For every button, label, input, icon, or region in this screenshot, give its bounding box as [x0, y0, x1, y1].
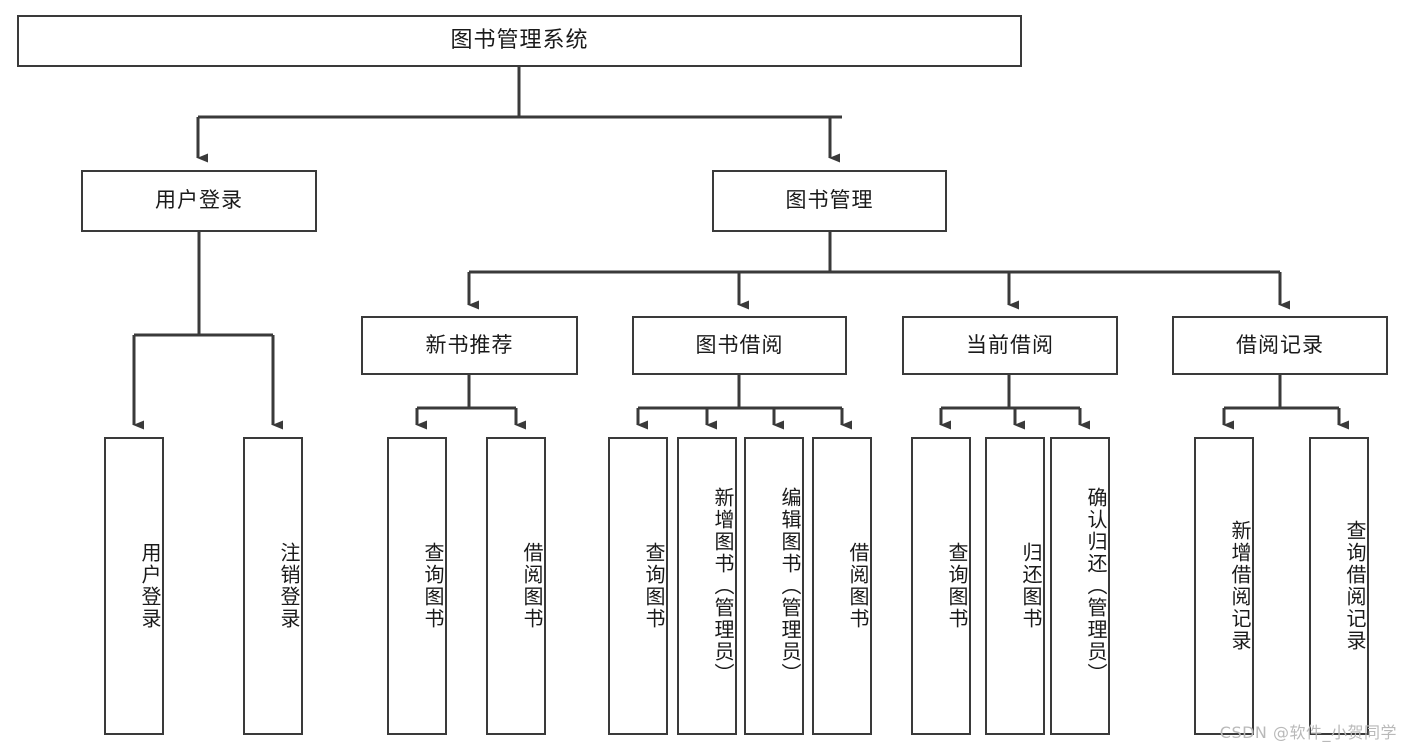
leaf-borrow-edit-book-label: 编辑图书（管理员）: [778, 487, 802, 685]
leaf-current-query-book-label: 查询图书: [945, 542, 969, 630]
leaf-current-confirm-return[interactable]: 确认归还（管理员）: [1050, 437, 1110, 735]
leaf-borrow-edit-book[interactable]: 编辑图书（管理员）: [744, 437, 804, 735]
leaf-user-logout[interactable]: 注销登录: [243, 437, 303, 735]
leaf-current-confirm-return-label: 确认归还（管理员）: [1084, 487, 1108, 685]
node-book-manage[interactable]: 图书管理: [712, 170, 947, 232]
leaf-current-query-book[interactable]: 查询图书: [911, 437, 971, 735]
leaf-record-search[interactable]: 查询借阅记录: [1309, 437, 1369, 735]
node-root[interactable]: 图书管理系统: [17, 15, 1022, 67]
node-new-book-rec[interactable]: 新书推荐: [361, 316, 578, 375]
leaf-user-logout-label: 注销登录: [277, 542, 301, 630]
leaf-borrow-add-book-label: 新增图书（管理员）: [711, 487, 735, 685]
leaf-record-add[interactable]: 新增借阅记录: [1194, 437, 1254, 735]
leaf-rec-borrow-book[interactable]: 借阅图书: [486, 437, 546, 735]
node-book-borrow-label: 图书借阅: [695, 332, 784, 357]
node-borrow-record[interactable]: 借阅记录: [1172, 316, 1388, 375]
leaf-current-return-book-label: 归还图书: [1019, 542, 1043, 630]
node-current-borrow-label: 当前借阅: [966, 332, 1054, 357]
node-root-label: 图书管理系统: [450, 27, 589, 53]
node-user-login-label: 用户登录: [155, 188, 243, 213]
leaf-record-search-label: 查询借阅记录: [1343, 520, 1367, 652]
node-borrow-record-label: 借阅记录: [1236, 332, 1324, 357]
leaf-borrow-query-book[interactable]: 查询图书: [608, 437, 668, 735]
node-book-borrow[interactable]: 图书借阅: [632, 316, 847, 375]
leaf-user-login[interactable]: 用户登录: [104, 437, 164, 735]
leaf-rec-borrow-book-label: 借阅图书: [520, 542, 544, 630]
node-user-login[interactable]: 用户登录: [81, 170, 317, 232]
node-new-book-rec-label: 新书推荐: [425, 332, 514, 357]
leaf-rec-query-book-label: 查询图书: [421, 542, 445, 630]
leaf-current-return-book[interactable]: 归还图书: [985, 437, 1045, 735]
leaf-borrow-lend-book[interactable]: 借阅图书: [812, 437, 872, 735]
leaf-borrow-add-book[interactable]: 新增图书（管理员）: [677, 437, 737, 735]
leaf-rec-query-book[interactable]: 查询图书: [387, 437, 447, 735]
leaf-borrow-lend-book-label: 借阅图书: [846, 542, 870, 630]
leaf-record-add-label: 新增借阅记录: [1228, 520, 1252, 652]
node-book-manage-label: 图书管理: [785, 188, 874, 213]
leaf-user-login-label: 用户登录: [138, 542, 162, 630]
leaf-borrow-query-book-label: 查询图书: [642, 542, 666, 630]
csdn-watermark: CSDN @软件_小贺同学: [1219, 723, 1397, 742]
node-current-borrow[interactable]: 当前借阅: [902, 316, 1118, 375]
